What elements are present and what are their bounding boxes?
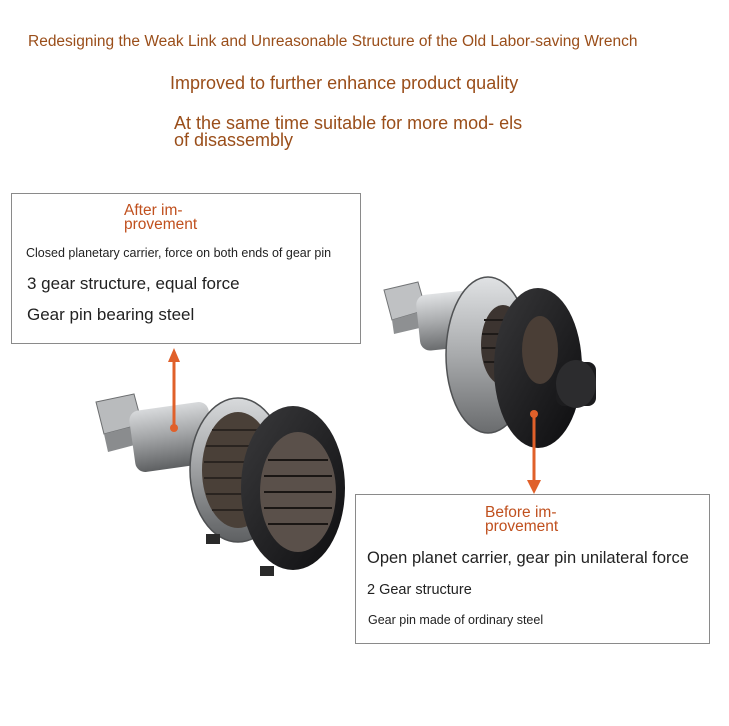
ratchet-gear-assembly-after-icon	[95, 393, 345, 576]
before-feature-carrier: Open planet carrier, gear pin unilateral…	[367, 549, 689, 567]
before-feature-steel: Gear pin made of ordinary steel	[368, 613, 544, 627]
headline-redesign: Redesigning the Weak Link and Unreasonab…	[28, 33, 638, 50]
ratchet-gear-assembly-before-icon	[383, 276, 596, 448]
headline-suitable: At the same time suitable for more mod- …	[174, 113, 523, 150]
arrow-down-icon	[527, 410, 541, 494]
arrow-up-icon	[168, 348, 180, 432]
after-improvement-title: After im- provement	[124, 202, 198, 233]
after-feature-steel: Gear pin bearing steel	[27, 305, 195, 324]
before-improvement-title: Before im- provement	[485, 504, 559, 535]
after-feature-gears: 3 gear structure, equal force	[27, 274, 240, 293]
before-improvement-box: Before im- provement Open planet carrier…	[355, 494, 710, 644]
after-feature-carrier: Closed planetary carrier, force on both …	[26, 246, 332, 260]
before-feature-gears: 2 Gear structure	[367, 582, 472, 598]
headline-improved: Improved to further enhance product qual…	[170, 73, 519, 93]
after-improvement-box: After im- provement Closed planetary car…	[11, 193, 361, 344]
